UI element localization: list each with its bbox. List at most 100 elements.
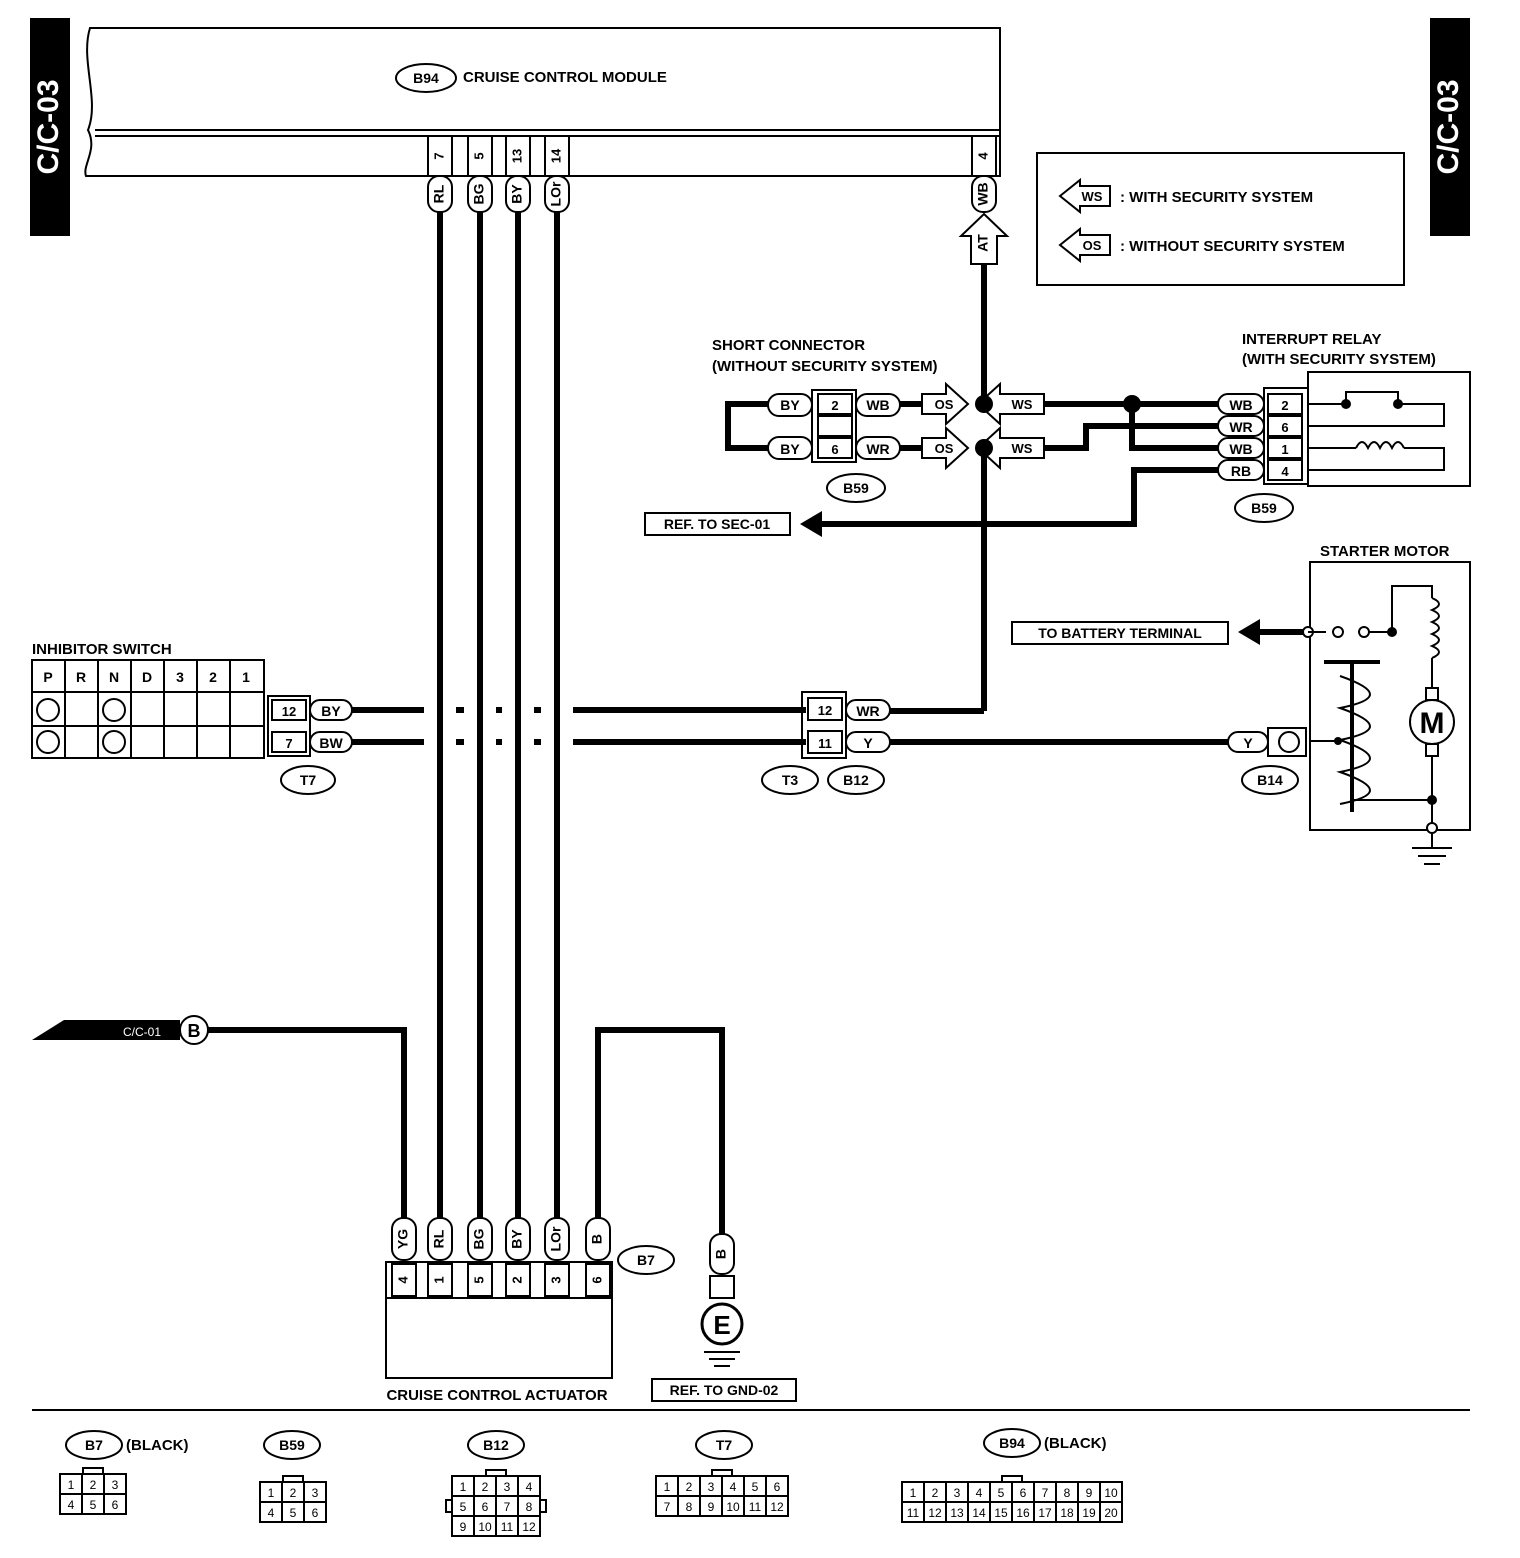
t3b12-pin-12: 12 bbox=[818, 703, 832, 718]
connector-cavity-number: 8 bbox=[1064, 1486, 1071, 1500]
module-wire-rl: RL bbox=[431, 184, 447, 203]
relay-pin-2: 2 bbox=[1281, 398, 1288, 413]
connector-view-code: B7 bbox=[85, 1437, 103, 1453]
relay-wire-wr-6: WR bbox=[1229, 419, 1252, 435]
connector-cavity-number: 2 bbox=[290, 1486, 297, 1500]
connector-cavity-number: 1 bbox=[664, 1480, 671, 1494]
connector-cavity-number: 2 bbox=[686, 1480, 693, 1494]
connector-cavity-number: 2 bbox=[482, 1480, 489, 1494]
module-wire-wb: WB bbox=[975, 182, 991, 205]
connector-cavity-number: 20 bbox=[1104, 1506, 1118, 1520]
t3b12-wire-wr: WR bbox=[856, 703, 879, 719]
connector-cavity-number: 5 bbox=[752, 1480, 759, 1494]
module-wire-lor: LOr bbox=[548, 181, 564, 206]
ws-label-bottom: WS bbox=[1012, 441, 1033, 456]
short-connector-pin-2: 2 bbox=[831, 398, 838, 413]
field-coil-icon bbox=[1429, 597, 1440, 659]
connector-view-color: (BLACK) bbox=[1044, 1435, 1106, 1452]
connector-cavity-number: 3 bbox=[112, 1478, 119, 1492]
cc01-reference: C/C-01 B bbox=[32, 1015, 407, 1218]
connector-cavity-number: 5 bbox=[998, 1486, 1005, 1500]
relay-wires: REF. TO SEC-01 bbox=[644, 395, 1222, 537]
connector-cavity-number: 13 bbox=[950, 1506, 964, 1520]
short-connector-wire-wb: WB bbox=[866, 397, 889, 413]
inhibitor-horizontal-wires bbox=[352, 707, 1228, 745]
legend-ws-arrow-icon bbox=[1058, 177, 1111, 215]
os-label-bottom: OS bbox=[935, 441, 954, 456]
connector-cavity bbox=[303, 1501, 327, 1523]
legend-ws-tag: WS bbox=[1082, 189, 1103, 204]
connector-cavity-number: 6 bbox=[482, 1500, 489, 1514]
short-connector-code: B59 bbox=[843, 480, 869, 496]
battery-arrow-icon bbox=[1238, 619, 1260, 645]
inhibitor-switch: INHIBITOR SWITCH P R N D 3 2 1 12 7 BY B… bbox=[31, 641, 353, 795]
connector-view-code: B94 bbox=[999, 1435, 1025, 1451]
ground-ref-label: REF. TO GND-02 bbox=[670, 1382, 779, 1398]
actuator-wire-yg: YG bbox=[395, 1229, 411, 1249]
actuator-pin-6: 6 bbox=[589, 1276, 604, 1283]
connector-cavity-number: 7 bbox=[1042, 1486, 1049, 1500]
connector-cavity-number: 8 bbox=[686, 1500, 693, 1514]
ref-sec-label: REF. TO SEC-01 bbox=[664, 516, 771, 532]
connector-cavity-number: 12 bbox=[770, 1500, 784, 1514]
actuator-pin-2: 2 bbox=[509, 1276, 524, 1283]
actuator-wire-bg: BG bbox=[471, 1228, 487, 1249]
module-pin-13: 13 bbox=[509, 149, 524, 163]
t3-connector-code: T3 bbox=[782, 772, 799, 788]
module-connector-code: B94 bbox=[413, 70, 439, 86]
inhibitor-pos-n: N bbox=[109, 669, 119, 685]
starter-wire-y: Y bbox=[1243, 735, 1253, 751]
connector-cavity-number: 9 bbox=[1086, 1486, 1093, 1500]
module-pin-7: 7 bbox=[431, 152, 446, 159]
relay-wire-wb-2: WB bbox=[1229, 397, 1252, 413]
connector-cavity-number: 4 bbox=[268, 1506, 275, 1520]
actuator-wire-by: BY bbox=[509, 1229, 525, 1249]
connector-view-code: B59 bbox=[279, 1437, 305, 1453]
cc01-tag: B bbox=[188, 1021, 201, 1041]
short-connector: SHORT CONNECTOR (WITHOUT SECURITY SYSTEM… bbox=[712, 337, 938, 503]
relay-wire-rb-4: RB bbox=[1231, 463, 1251, 479]
module-pin-4: 4 bbox=[975, 152, 990, 160]
actuator-wire-rl: RL bbox=[431, 1229, 447, 1248]
short-connector-wire-wr: WR bbox=[866, 441, 889, 457]
relay-coil-icon bbox=[1355, 441, 1405, 451]
connector-cavity-number: 10 bbox=[1104, 1486, 1118, 1500]
interrupt-relay-code: B59 bbox=[1251, 500, 1277, 516]
connector-cavity-number: 5 bbox=[290, 1506, 297, 1520]
short-connector-title: SHORT CONNECTOR bbox=[712, 337, 865, 354]
t3b12-pin-11: 11 bbox=[818, 736, 832, 751]
starter-motor: STARTER MOTOR TO BATTERY TERMINAL M Y bbox=[1011, 543, 1471, 865]
right-page-tab: C/C-03 bbox=[1430, 18, 1470, 236]
connector-cavity-number: 3 bbox=[312, 1486, 319, 1500]
ground-e: B E REF. TO GND-02 bbox=[651, 1233, 797, 1402]
connector-cavity-number: 10 bbox=[726, 1500, 740, 1514]
at-arrow-label: AT bbox=[975, 234, 991, 252]
connector-view-color: (BLACK) bbox=[126, 1437, 188, 1454]
short-connector-wire-by-top: BY bbox=[780, 397, 800, 413]
os-arrow-bottom-icon bbox=[921, 425, 970, 471]
interrupt-relay-title: INTERRUPT RELAY bbox=[1242, 331, 1381, 348]
actuator-wire-lor: LOr bbox=[548, 1226, 564, 1251]
inhibitor-switch-title: INHIBITOR SWITCH bbox=[32, 641, 172, 658]
motor-symbol: M bbox=[1420, 707, 1445, 740]
os-label-top: OS bbox=[935, 397, 954, 412]
legend: WS : WITH SECURITY SYSTEM OS : WITHOUT S… bbox=[1036, 152, 1405, 286]
module-title: CRUISE CONTROL MODULE bbox=[463, 69, 667, 86]
actuator-pin-4: 4 bbox=[395, 1276, 410, 1284]
inhibitor-connector-code: T7 bbox=[300, 772, 317, 788]
module-actuator-wires bbox=[437, 210, 560, 1218]
relay-wire-wb-1: WB bbox=[1229, 441, 1252, 457]
connector-cavity-number: 1 bbox=[460, 1480, 467, 1494]
actuator-pin-1: 1 bbox=[431, 1276, 446, 1283]
connector-cavity-number: 15 bbox=[994, 1506, 1008, 1520]
actuator-wire-b: B bbox=[589, 1234, 605, 1244]
cruise-control-actuator: YG RL BG BY LOr B 4 1 5 2 3 6 B7 CRUISE … bbox=[385, 1217, 675, 1404]
os-arrow-top-icon bbox=[921, 381, 970, 427]
